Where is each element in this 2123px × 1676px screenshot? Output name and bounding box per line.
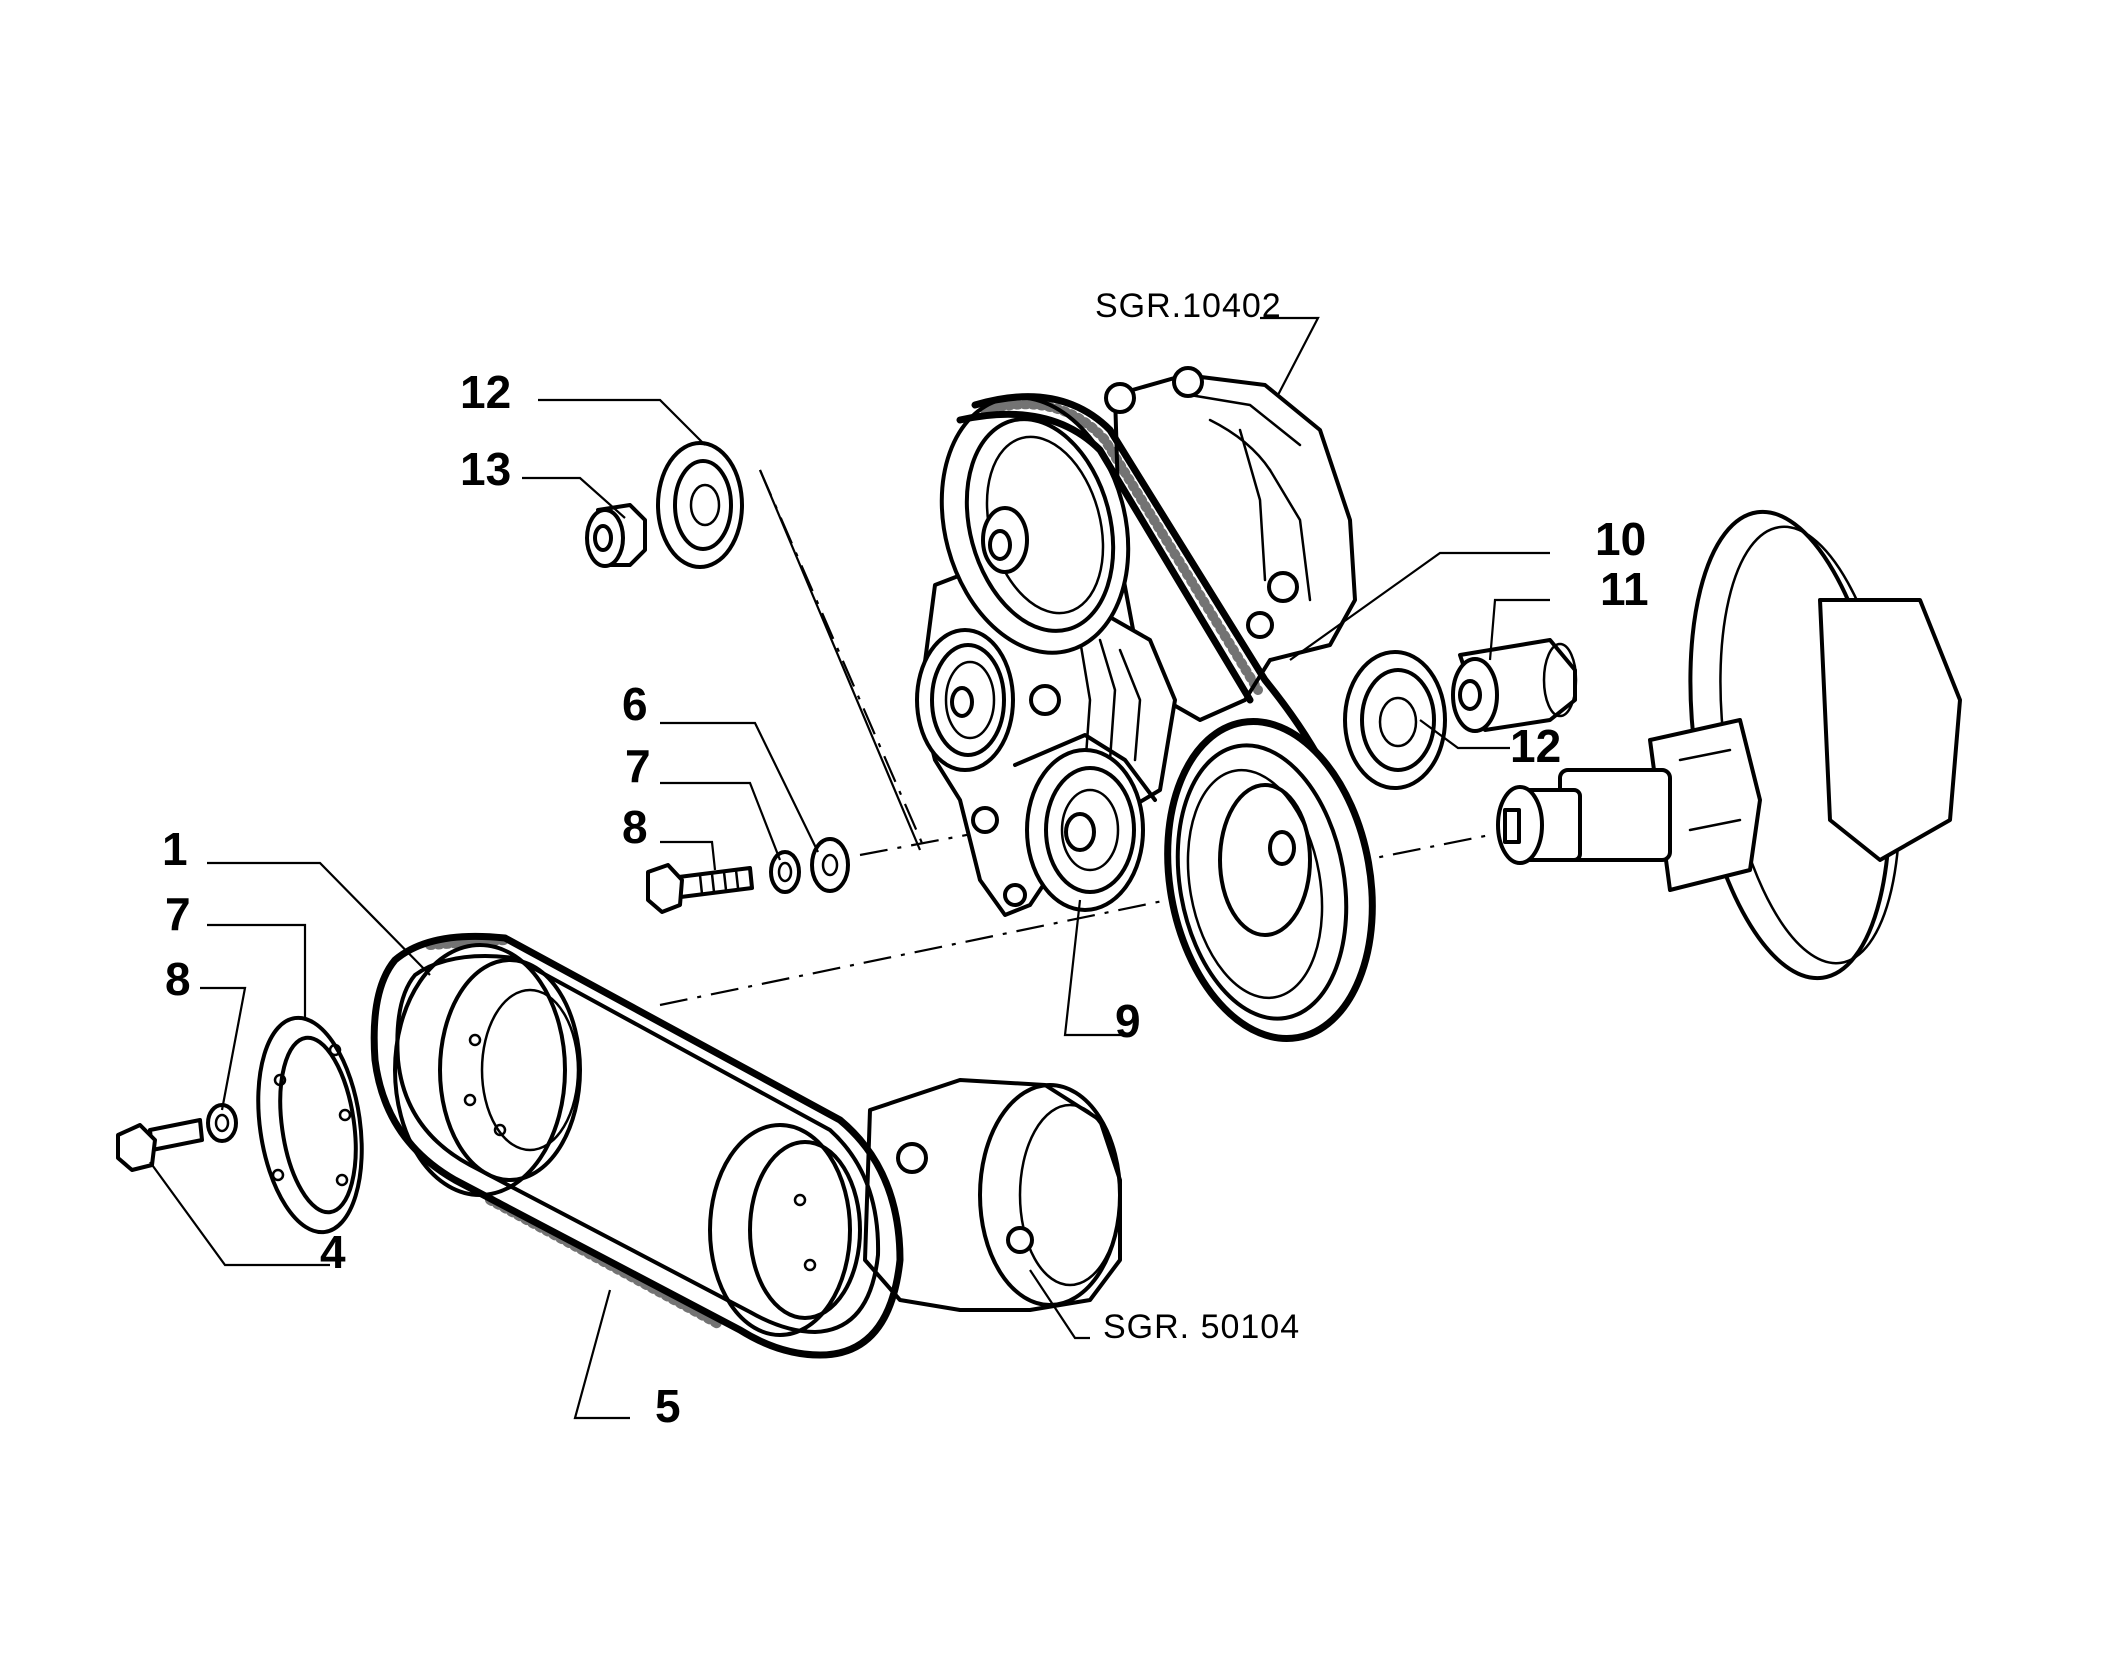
alternator-pulley	[915, 628, 1015, 772]
ref-label-water-pump: SGR.10402	[1095, 287, 1282, 325]
compressor-belt-5	[370, 932, 904, 1359]
callout-5: 5	[655, 1380, 681, 1432]
compressor-pulley	[708, 1123, 862, 1337]
plate-7-lower	[256, 1015, 364, 1235]
ref-label-compressor: SGR. 50104	[1103, 1308, 1300, 1346]
compressor-body	[863, 1078, 1122, 1312]
leader-lines	[149, 316, 1550, 1420]
callout-6: 6	[622, 678, 648, 730]
pulley-1	[393, 943, 582, 1197]
callout-8-upper: 8	[622, 801, 648, 853]
callout-8-lower: 8	[165, 953, 191, 1005]
washer-8-lower	[206, 1103, 238, 1143]
washer-7-upper	[769, 850, 801, 894]
callout-12-upper: 12	[460, 366, 511, 418]
water-pump-pulley	[939, 395, 1131, 655]
bolt-4	[116, 1118, 204, 1172]
idler-pulley-12-right	[1343, 650, 1447, 790]
callout-7-upper: 7	[625, 740, 651, 792]
washer-6	[810, 837, 850, 893]
callout-9: 9	[1115, 995, 1141, 1047]
crankshaft-pulley	[1164, 717, 1376, 1043]
callout-10: 10	[1595, 513, 1646, 565]
callout-11: 11	[1600, 563, 1649, 615]
spacer-sleeve-11	[1451, 638, 1578, 733]
idler-pulley-12-upper	[656, 441, 744, 569]
crankshaft	[1496, 509, 1962, 981]
callout-7-lower: 7	[165, 888, 191, 940]
callout-13: 13	[460, 443, 511, 495]
callout-1: 1	[162, 823, 188, 875]
callout-4: 4	[320, 1226, 346, 1278]
bushing-13	[585, 503, 647, 568]
tensioner-pulley	[1025, 748, 1145, 912]
bolt-8-upper	[646, 863, 754, 914]
callout-12-right: 12	[1510, 720, 1561, 772]
